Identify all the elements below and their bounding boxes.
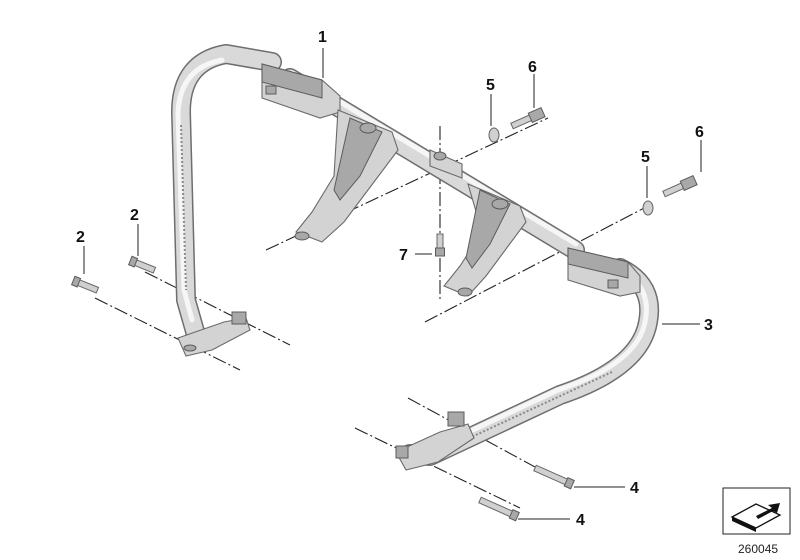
bolt-4b: [478, 496, 520, 522]
callout-4b: 4: [576, 512, 585, 529]
hanger-bracket-left: [294, 109, 399, 243]
screw-7: [435, 233, 445, 257]
callout-7: 7: [399, 247, 408, 264]
callout-6a: 6: [528, 59, 537, 76]
callout-2a: 2: [76, 229, 85, 246]
mount-block-left: [261, 63, 341, 119]
bolt-6b: [662, 174, 698, 198]
foot-plate-right: [395, 411, 475, 471]
washer-5b: [642, 200, 654, 216]
bolt-6a: [510, 106, 546, 130]
center-coupler: [429, 149, 463, 179]
direction-arrow-icon: [722, 487, 791, 535]
callout-labels: 1 2 2 3 4 4 5 5 6 6 7: [76, 29, 713, 529]
bracket-frame-left: [171, 44, 282, 345]
leader-lines: [83, 48, 702, 520]
fasteners: [70, 106, 698, 522]
bracket-frame-right: [400, 258, 660, 466]
washer-5a: [488, 127, 500, 143]
foot-plate-left: [177, 311, 251, 357]
callout-6b: 6: [695, 124, 704, 141]
callout-3: 3: [704, 317, 713, 334]
bolt-2a: [70, 275, 100, 294]
callout-5b: 5: [641, 149, 650, 166]
callout-1: 1: [318, 29, 327, 46]
callout-5a: 5: [486, 77, 495, 94]
hanger-bracket-right: [443, 183, 527, 297]
diagram-id: 260045: [738, 542, 778, 556]
callout-2b: 2: [130, 207, 139, 224]
bolt-4a: [533, 464, 575, 490]
bolt-2b: [127, 255, 157, 274]
mount-block-right: [567, 247, 641, 297]
callout-4a: 4: [630, 480, 639, 497]
